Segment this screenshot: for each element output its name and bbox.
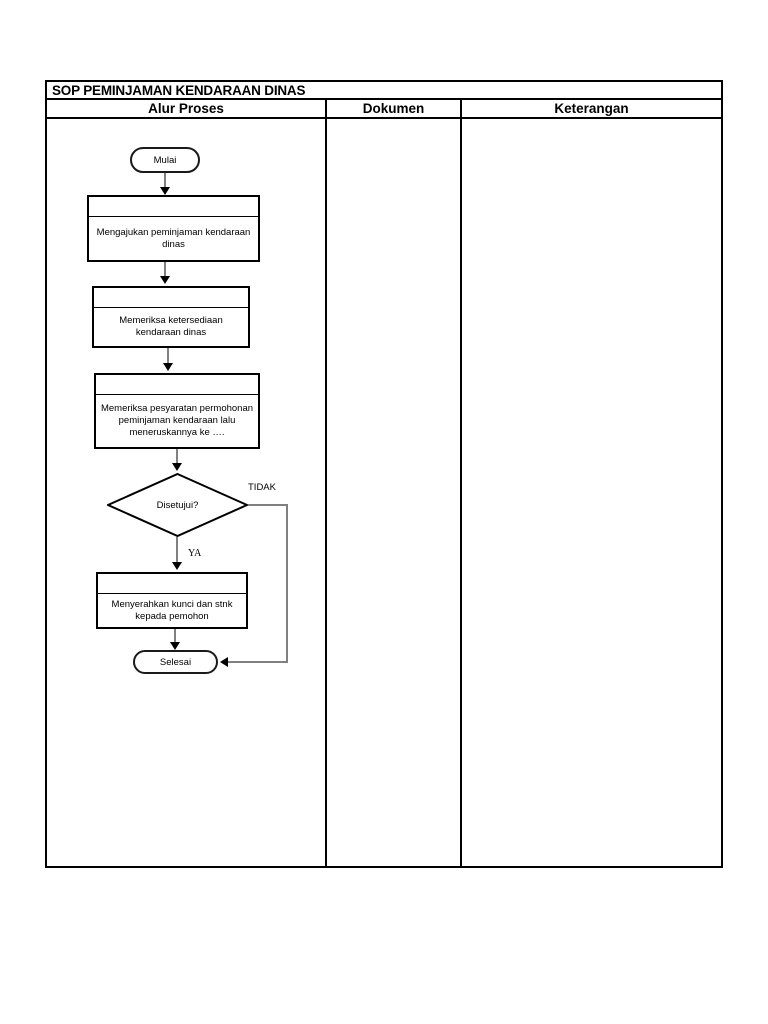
flow-node-decision-label: Disetujui? <box>156 499 199 511</box>
flow-node-start: Mulai <box>130 147 200 173</box>
sop-table: SOP PEMINJAMAN KENDARAAN DINAS Alur Pros… <box>45 80 723 868</box>
connector-no-horizontal-top <box>248 504 288 506</box>
page-title: SOP PEMINJAMAN KENDARAAN DINAS <box>52 83 306 98</box>
flow-node-step2: Memeriksa ketersediaan kendaraan dinas <box>92 286 250 348</box>
flow-node-end-label: Selesai <box>159 656 192 668</box>
column-header-dokumen: Dokumen <box>325 100 460 117</box>
arrowhead-step1-step2 <box>160 276 170 284</box>
column-header-alur-proses: Alur Proses <box>148 101 224 116</box>
connector-decision-step4 <box>176 537 178 565</box>
arrowhead-step2-step3 <box>163 363 173 371</box>
flow-node-step2-label: Memeriksa ketersediaan kendaraan dinas <box>119 315 223 338</box>
connector-no-horizontal-bottom <box>228 661 288 663</box>
flow-node-step4: Menyerahkan kunci dan stnk kepada pemoho… <box>96 572 248 629</box>
arrowhead-start-step1 <box>160 187 170 195</box>
arrowhead-step4-end <box>170 642 180 650</box>
branch-label-no: TIDAK <box>248 482 276 493</box>
flow-node-step4-header-strip <box>98 574 246 594</box>
connector-step3-decision <box>176 449 178 465</box>
arrowhead-decision-step4 <box>172 562 182 570</box>
decision-diamond-shape <box>107 473 248 537</box>
flow-node-step1-header-strip <box>89 197 258 217</box>
column-divider-1 <box>325 119 327 866</box>
flow-node-step3: Memeriksa pesyaratan permohonan peminjam… <box>94 373 260 449</box>
flow-node-start-label: Mulai <box>153 154 177 166</box>
connector-step2-step3 <box>167 348 169 365</box>
connector-step1-step2 <box>164 262 166 278</box>
flow-node-end: Selesai <box>133 650 218 674</box>
connector-no-vertical <box>286 504 288 662</box>
flow-node-step2-header-strip <box>94 288 248 308</box>
connector-step4-end <box>174 629 176 645</box>
connector-start-step1 <box>164 173 166 189</box>
table-header-row: Alur Proses Dokumen Keterangan <box>47 100 721 119</box>
column-divider-2 <box>460 119 462 866</box>
flow-node-step3-header-strip <box>96 375 258 395</box>
arrowhead-step3-decision <box>172 463 182 471</box>
arrowhead-no-to-end <box>220 657 228 667</box>
flow-node-step3-label: Memeriksa pesyaratan permohonan peminjam… <box>100 403 254 438</box>
flow-node-step1-label: Mengajukan peminjaman kendaraan dinas <box>96 226 251 250</box>
branch-label-yes: YA <box>188 548 202 559</box>
table-title-row: SOP PEMINJAMAN KENDARAAN DINAS <box>47 82 721 100</box>
column-header-keterangan: Keterangan <box>460 100 721 117</box>
flow-node-decision: Disetujui? <box>107 473 248 537</box>
flow-node-step1: Mengajukan peminjaman kendaraan dinas <box>87 195 260 262</box>
flow-node-step4-label: Menyerahkan kunci dan stnk kepada pemoho… <box>111 598 233 622</box>
